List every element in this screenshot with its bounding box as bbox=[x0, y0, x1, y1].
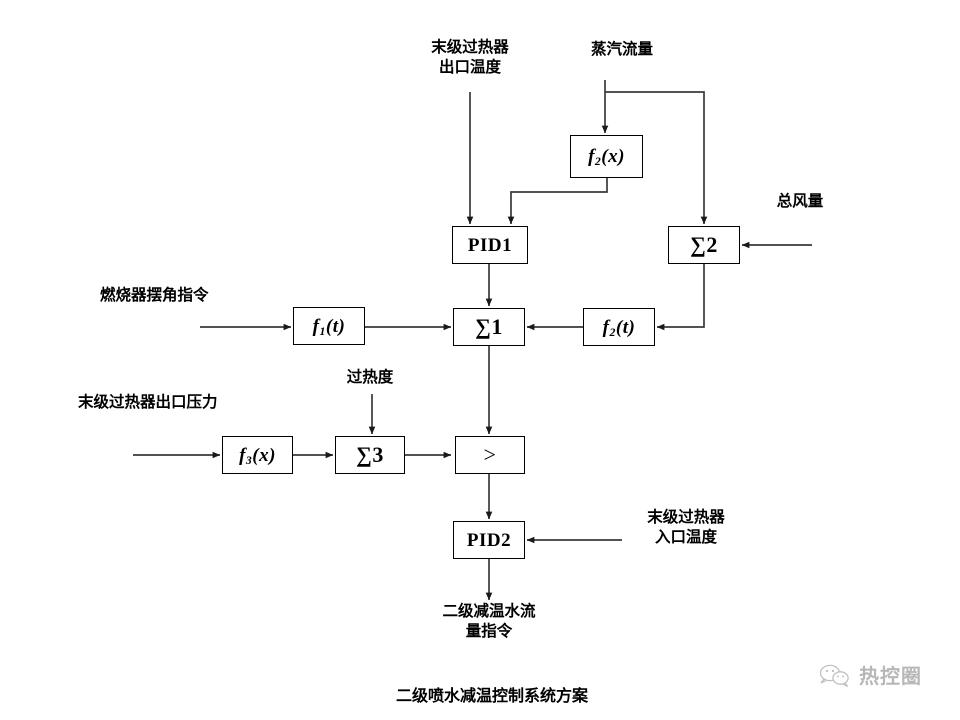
block-pid1-label: PID1 bbox=[467, 234, 513, 256]
block-comparator[interactable]: > bbox=[455, 436, 525, 474]
label-superheater-inlet-temp: 末级过热器 入口温度 bbox=[647, 509, 725, 547]
block-comparator-label: > bbox=[483, 442, 497, 467]
label-steam-flow: 蒸汽流量 bbox=[590, 41, 654, 58]
block-pid1[interactable]: PID1 bbox=[452, 226, 528, 264]
wire-f2x-to-pid1 bbox=[507, 178, 608, 225]
watermark-text: 热控圈 bbox=[859, 666, 922, 688]
label-superheater-outlet-temp: 末级过热器 出口温度 bbox=[431, 39, 509, 77]
block-sum1-label: ∑1 bbox=[475, 314, 503, 339]
block-f1t[interactable]: f1(t) bbox=[293, 307, 365, 345]
label-output-command: 二级减温水流 量指令 bbox=[442, 603, 536, 641]
block-f2t[interactable]: f2(t) bbox=[583, 308, 655, 346]
wire-sum2-to-f2t bbox=[656, 264, 705, 331]
watermark: 热控圈 bbox=[818, 660, 922, 689]
block-sum2-label: ∑2 bbox=[690, 232, 718, 257]
block-sum3[interactable]: ∑3 bbox=[335, 436, 405, 474]
diagram-caption: 二级喷水减温控制系统方案 bbox=[396, 688, 589, 705]
label-superheater-outlet-pressure: 末级过热器出口压力 bbox=[78, 394, 218, 411]
label-superheat-degree: 过热度 bbox=[346, 369, 394, 386]
label-burner-tilt-command: 燃烧器摆角指令 bbox=[100, 287, 209, 304]
block-f2x-label: f2(x) bbox=[588, 146, 625, 168]
block-sum1[interactable]: ∑1 bbox=[453, 308, 525, 346]
block-f1t-label: f1(t) bbox=[312, 315, 346, 338]
block-f3x[interactable]: f3(x) bbox=[222, 436, 293, 474]
block-f2t-label: f2(t) bbox=[602, 316, 636, 339]
wechat-icon bbox=[819, 664, 849, 687]
block-pid2[interactable]: PID2 bbox=[453, 521, 525, 559]
label-total-air-flow: 总风量 bbox=[776, 193, 824, 210]
block-sum2[interactable]: ∑2 bbox=[668, 226, 740, 264]
block-f3x-label: f3(x) bbox=[239, 444, 276, 467]
block-sum3-label: ∑3 bbox=[356, 442, 384, 467]
block-f2x[interactable]: f2(x) bbox=[570, 135, 643, 178]
block-pid2-label: PID2 bbox=[466, 529, 512, 551]
